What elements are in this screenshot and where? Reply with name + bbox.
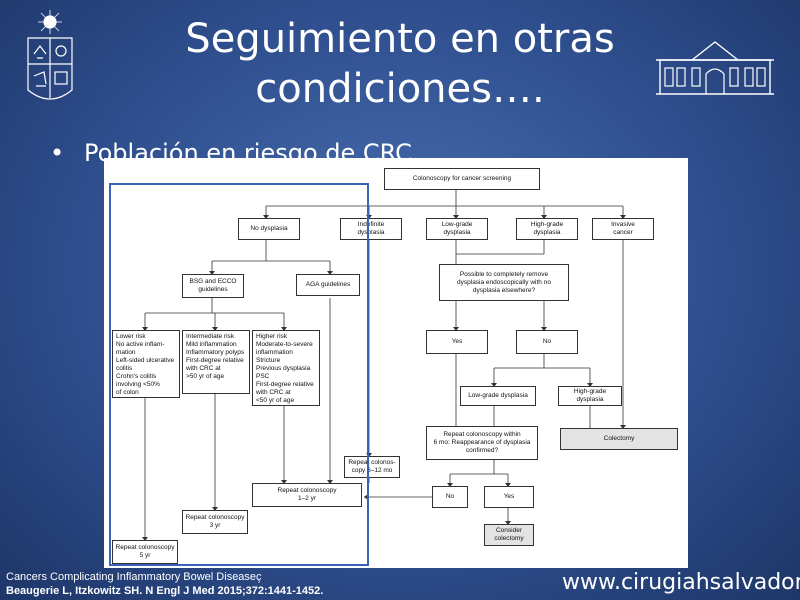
flowchart-figure: Colonoscopy for cancer screening No dysp… [104, 158, 688, 568]
citation-reference: Beaugerie L, Itzkowitz SH. N Engl J Med … [6, 585, 324, 597]
box-possible-remove: Possible to completely remove dysplasia … [439, 264, 569, 301]
box-no-removable: No [516, 330, 578, 354]
box-low-grade-dysplasia-2: Low-grade dysplasia [460, 386, 536, 406]
box-colonoscopy-screening: Colonoscopy for cancer screening [384, 168, 540, 190]
box-consider-colectomy: Consider colectomy [484, 524, 534, 546]
box-high-grade-dysplasia: High-grade dysplasia [516, 218, 578, 240]
bullet-dot-icon: • [50, 139, 65, 162]
box-bsg-ecco-guidelines: BSG and ECCO guidelines [182, 274, 244, 298]
box-repeat-within-6mo: Repeat colonoscopy within 6 mo: Reappear… [426, 426, 538, 460]
website-text: www.cirugiahsalvador.cl [562, 570, 800, 595]
university-seal-logo [27, 10, 73, 100]
box-lower-risk: Lower risk No active inflam- mation Left… [112, 330, 180, 398]
box-indefinite-dysplasia: Indefinite dysplasia [340, 218, 402, 240]
box-higher-risk: Higher risk Moderate-to-severe inflammat… [252, 330, 320, 406]
box-invasive-cancer: Invasive cancer [592, 218, 654, 240]
box-repeat-6-12mo: Repeat colonos- copy 6–12 mo [344, 456, 400, 478]
slide-title-line1: Seguimiento en otras [185, 16, 615, 62]
box-intermediate-risk: Intermediate risk Mild inflammation Infl… [182, 330, 250, 394]
box-yes-removable: Yes [426, 330, 488, 354]
box-colectomy: Colectomy [560, 428, 678, 450]
box-yes-reappearance: Yes [484, 486, 534, 508]
bullet-point: • Población en riesgo de CRC [50, 138, 412, 162]
slide-title: Seguimiento en otras condiciones…. [130, 14, 670, 114]
citation-title: Cancers Complicating Inflammatory Bowel … [6, 571, 262, 583]
box-low-grade-dysplasia: Low-grade dysplasia [426, 218, 488, 240]
highlight-frame [109, 183, 369, 566]
box-no-dysplasia: No dysplasia [238, 218, 300, 240]
bullet-text: Población en riesgo de CRC [84, 139, 412, 162]
box-repeat-5yr: Repeat colonoscopy 5 yr [112, 540, 178, 564]
box-high-grade-dysplasia-2: High-grade dysplasia [558, 386, 622, 406]
box-repeat-1-2yr: Repeat colonoscopy 1–2 yr [252, 483, 362, 507]
box-no-reappearance: No [432, 486, 468, 508]
box-repeat-3yr: Repeat colonoscopy 3 yr [182, 510, 248, 534]
hospital-building-logo [656, 41, 774, 95]
box-aga-guidelines: AGA guidelines [296, 274, 360, 296]
slide-title-line2: condiciones…. [255, 66, 545, 112]
